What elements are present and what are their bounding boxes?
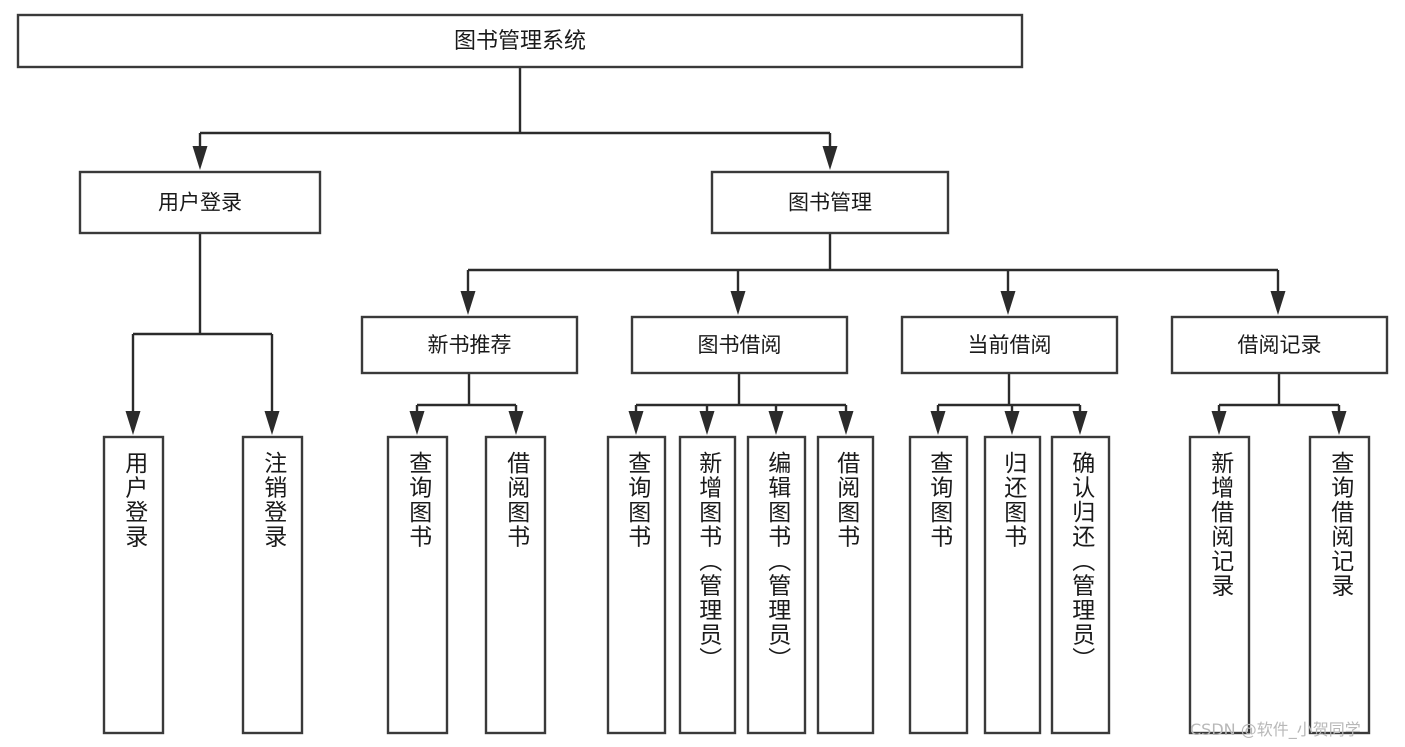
node-label-root: 图书管理系统	[454, 29, 586, 54]
connectors-layer	[125, 67, 1347, 435]
arrow-head-icon	[192, 146, 208, 170]
node-root[interactable]	[16, 13, 1024, 69]
node-leaf-edit-book[interactable]	[746, 435, 807, 735]
node-box-leaf-user-logout[interactable]	[241, 435, 304, 735]
node-leaf-add-record[interactable]	[1188, 435, 1251, 735]
node-user-login[interactable]	[78, 170, 322, 235]
arrow-head-icon	[768, 411, 784, 435]
node-leaf-query-book-3[interactable]	[908, 435, 969, 735]
node-leaf-confirm-return[interactable]	[1050, 435, 1111, 735]
node-box-leaf-query-book-1[interactable]	[386, 435, 449, 735]
node-book-manage[interactable]	[710, 170, 950, 235]
arrow-head-icon	[409, 411, 425, 435]
node-label-new-book-rec: 新书推荐	[428, 333, 512, 357]
node-leaf-query-record[interactable]	[1308, 435, 1371, 735]
node-box-leaf-borrow-book-1[interactable]	[484, 435, 547, 735]
arrow-head-icon	[1000, 291, 1016, 315]
node-box-new-book-rec[interactable]	[360, 315, 579, 375]
connector-group-root	[192, 67, 838, 170]
connector-group-borrow-record	[1211, 373, 1347, 435]
arrow-head-icon	[1270, 291, 1286, 315]
arrow-head-icon	[264, 411, 280, 435]
arrow-head-icon	[1072, 411, 1088, 435]
arrow-head-icon	[699, 411, 715, 435]
node-borrow-record[interactable]	[1170, 315, 1389, 375]
node-label-current-borrow: 当前借阅	[968, 333, 1052, 357]
node-leaf-query-book-2[interactable]	[606, 435, 667, 735]
node-leaf-query-book-1[interactable]	[386, 435, 449, 735]
node-label-user-login: 用户登录	[158, 191, 242, 215]
node-box-leaf-confirm-return[interactable]	[1050, 435, 1111, 735]
node-box-user-login[interactable]	[78, 170, 322, 235]
node-box-borrow-record[interactable]	[1170, 315, 1389, 375]
node-box-leaf-add-book[interactable]	[678, 435, 737, 735]
node-box-book-manage[interactable]	[710, 170, 950, 235]
arrow-head-icon	[1331, 411, 1347, 435]
arrow-head-icon	[628, 411, 644, 435]
node-leaf-borrow-book-2[interactable]	[816, 435, 875, 735]
node-label-book-borrow: 图书借阅	[698, 333, 782, 357]
node-box-leaf-query-book-2[interactable]	[606, 435, 667, 735]
arrow-head-icon	[838, 411, 854, 435]
watermark-label: CSDN @软件_小贺同学	[1190, 720, 1361, 739]
connector-group-new-book-rec	[409, 373, 524, 435]
node-current-borrow[interactable]	[900, 315, 1119, 375]
arrow-head-icon	[1004, 411, 1020, 435]
node-box-leaf-user-login[interactable]	[102, 435, 165, 735]
node-box-leaf-edit-book[interactable]	[746, 435, 807, 735]
node-box-current-borrow[interactable]	[900, 315, 1119, 375]
node-box-leaf-borrow-book-2[interactable]	[816, 435, 875, 735]
connector-group-user-login	[125, 233, 280, 435]
node-leaf-return-book[interactable]	[983, 435, 1042, 735]
node-new-book-rec[interactable]	[360, 315, 579, 375]
arrow-head-icon	[822, 146, 838, 170]
node-box-leaf-return-book[interactable]	[983, 435, 1042, 735]
node-label-book-manage: 图书管理	[788, 191, 872, 215]
node-box-leaf-query-book-3[interactable]	[908, 435, 969, 735]
node-leaf-add-book[interactable]	[678, 435, 737, 735]
node-label-borrow-record: 借阅记录	[1238, 333, 1322, 357]
connector-group-book-manage	[460, 233, 1286, 315]
arrow-head-icon	[125, 411, 141, 435]
connector-group-book-borrow	[628, 373, 854, 435]
node-box-root[interactable]	[16, 13, 1024, 69]
arrow-head-icon	[460, 291, 476, 315]
arrow-head-icon	[508, 411, 524, 435]
node-leaf-user-login[interactable]	[102, 435, 165, 735]
node-box-leaf-add-record[interactable]	[1188, 435, 1251, 735]
arrow-head-icon	[930, 411, 946, 435]
node-box-leaf-query-record[interactable]	[1308, 435, 1371, 735]
node-leaf-borrow-book-1[interactable]	[484, 435, 547, 735]
connector-group-current-borrow	[930, 373, 1088, 435]
node-leaf-user-logout[interactable]	[241, 435, 304, 735]
arrow-head-icon	[1211, 411, 1227, 435]
node-box-book-borrow[interactable]	[630, 315, 849, 375]
arrow-head-icon	[730, 291, 746, 315]
node-book-borrow[interactable]	[630, 315, 849, 375]
